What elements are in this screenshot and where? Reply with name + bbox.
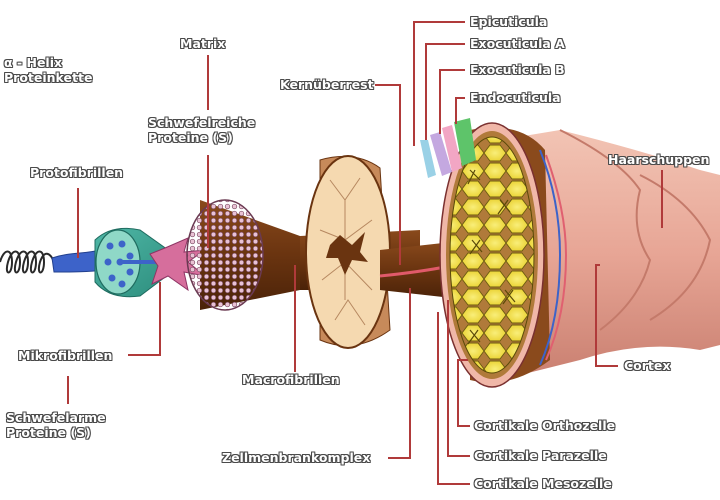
leader-lines [67, 21, 663, 485]
label-schwefelarme-line2: Proteine (S) [6, 425, 91, 440]
label-cortex: Cortex [624, 358, 671, 373]
label-schwefelreiche: Schwefelreiche Proteine (S) [148, 115, 278, 145]
label-exocuticula-a: Exocuticula A [470, 36, 565, 51]
label-zellmembrankomplex: Zellmenbrankomplex [222, 450, 371, 465]
cortex-cross-section [439, 122, 568, 388]
label-cortikale-parazelle: Cortikale Parazelle [474, 448, 607, 463]
cuticle-layers [420, 118, 476, 178]
label-schwefelarme: Schwefelarme Proteine (S) [6, 410, 136, 440]
label-kernuberrest: Kernüberrest [280, 77, 374, 92]
label-matrix: Matrix [180, 36, 226, 51]
label-alpha-helix-line2: Proteinkette [4, 70, 93, 85]
label-schwefelarme-line1: Schwefelarme [6, 410, 106, 425]
alpha-helix-coil [0, 250, 55, 274]
label-mikrofibrillen: Mikrofibrillen [18, 348, 113, 363]
label-cortikale-mesozelle: Cortikale Mesozelle [474, 476, 612, 491]
label-macrofibrillen: Macrofibrillen [242, 372, 340, 387]
label-endocuticula: Endocuticula [470, 90, 561, 105]
label-haarschuppen: Haarschuppen [608, 152, 710, 167]
label-schwefelreiche-line2: Proteine (S) [148, 130, 233, 145]
label-alpha-helix: α - Helix Proteinkette [4, 55, 114, 85]
label-exocuticula-b: Exocuticula B [470, 62, 565, 77]
label-schwefelreiche-line1: Schwefelreiche [148, 115, 256, 130]
label-epicuticula: Epicuticula [470, 14, 548, 29]
label-alpha-helix-line1: α - Helix [4, 55, 63, 70]
sulfur-rich-star [149, 237, 207, 292]
cell-cross-section-cone [300, 155, 420, 349]
macrofibril-matrix-cone [186, 199, 300, 311]
label-cortikale-orthozelle: Cortikale Orthozelle [474, 418, 616, 433]
label-protofibrillen: Protofibrillen [30, 165, 124, 180]
